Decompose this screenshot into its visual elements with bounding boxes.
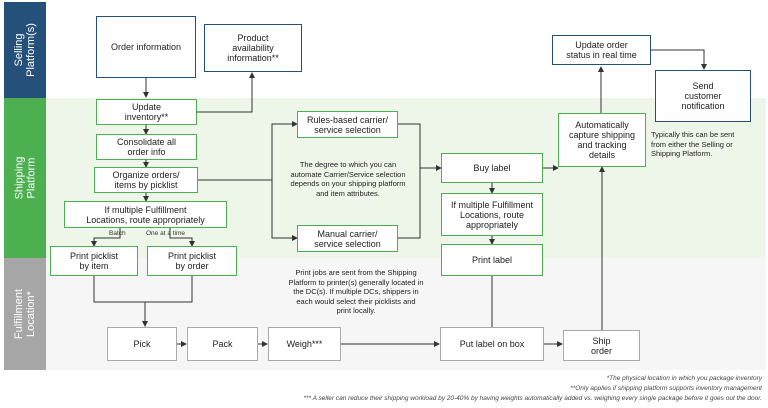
- manual-carrier-label: Manual carrier/ service selection: [314, 228, 381, 249]
- batch-label: Batch: [109, 230, 126, 237]
- auto-capture-label: Automatically capture shipping and track…: [568, 120, 636, 160]
- pick-label: Pick: [133, 339, 151, 349]
- pack-label: Pack: [212, 339, 233, 349]
- buy-label-label: Buy label: [473, 163, 511, 173]
- automate-note: The degree to which you can automate Car…: [290, 160, 406, 198]
- order-information-label: Order information: [110, 42, 182, 52]
- put-label-on-box-box: Put label on box: [440, 327, 544, 361]
- send-notification-label: Send customer notification: [681, 81, 725, 111]
- multiple-fulfillment-left-box: If multiple Fulfillment Locations, route…: [64, 201, 227, 228]
- consolidate-order-box: Consolidate all order info: [96, 134, 197, 160]
- multiple-fulfillment-right-label: If multiple Fulfillment Locations, route…: [450, 199, 534, 230]
- shipping-platform-lane-label: Shipping Platform: [13, 156, 38, 200]
- update-inventory-box: Update inventory**: [96, 99, 197, 125]
- fulfillment-location-lane: Fulfillment Location*: [4, 258, 46, 370]
- rules-based-carrier-label: Rules-based carrier/ service selection: [306, 114, 389, 135]
- put-label-on-box-label: Put label on box: [459, 339, 525, 349]
- shipping-platform-lane: Shipping Platform: [4, 98, 46, 258]
- product-availability-box: Product availability information**: [204, 24, 302, 72]
- print-label-box: Print label: [441, 244, 543, 276]
- typically-note: Typically this can be sent from either t…: [651, 130, 735, 158]
- product-availability-label: Product availability information**: [227, 33, 279, 63]
- order-information-box: Order information: [96, 16, 196, 78]
- weigh-label: Weigh***: [286, 339, 323, 349]
- arrow-update-status-to-notify: [651, 49, 707, 70]
- footnote-weights: *** A seller can reduce their shipping w…: [303, 395, 762, 402]
- print-picklist-by-order-box: Print picklist by order: [147, 246, 237, 276]
- multiple-fulfillment-right-box: If multiple Fulfillment Locations, route…: [441, 193, 543, 236]
- pack-box: Pack: [187, 327, 258, 361]
- consolidate-order-label: Consolidate all order info: [116, 137, 177, 157]
- organize-orders-label: Organize orders/ items by picklist: [112, 170, 180, 190]
- selling-platform-lane: Selling Platform(s): [4, 2, 46, 98]
- pick-box: Pick: [107, 327, 177, 361]
- ship-order-box: Ship order: [563, 330, 640, 361]
- auto-capture-box: Automatically capture shipping and track…: [558, 113, 646, 167]
- update-order-status-box: Update order status in real time: [552, 35, 651, 65]
- update-order-status-label: Update order status in real time: [566, 40, 637, 60]
- footnote-physical-location: *The physical location in which you pack…: [606, 375, 762, 382]
- weigh-box: Weigh***: [268, 327, 341, 361]
- multiple-fulfillment-left-label: If multiple Fulfillment Locations, route…: [86, 204, 205, 225]
- fulfillment-location-lane-label: Fulfillment Location*: [13, 288, 37, 340]
- send-notification-box: Send customer notification: [655, 70, 751, 122]
- one-at-a-time-label: One at a time: [146, 230, 186, 237]
- rules-based-carrier-box: Rules-based carrier/ service selection: [297, 111, 398, 138]
- print-jobs-note: Print jobs are sent from the Shipping Pl…: [288, 268, 424, 315]
- selling-platform-lane-label: Selling Platform(s): [13, 23, 37, 77]
- footnote-inventory-management: **Only applies if shipping platform supp…: [570, 385, 762, 392]
- print-picklist-by-order-label: Print picklist by order: [167, 251, 216, 271]
- organize-orders-box: Organize orders/ items by picklist: [94, 167, 198, 193]
- update-inventory-label: Update inventory**: [124, 102, 169, 122]
- print-label-label: Print label: [471, 255, 513, 265]
- ship-order-label: Ship order: [590, 335, 612, 356]
- manual-carrier-box: Manual carrier/ service selection: [297, 225, 398, 252]
- buy-label-box: Buy label: [441, 153, 543, 183]
- print-picklist-by-item-label: Print picklist by item: [69, 251, 118, 271]
- print-picklist-by-item-box: Print picklist by item: [50, 246, 138, 276]
